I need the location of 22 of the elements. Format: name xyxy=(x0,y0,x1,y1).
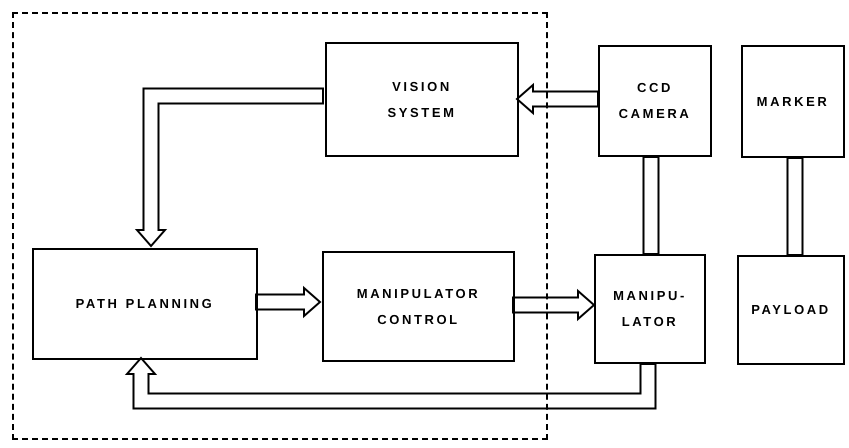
block-box xyxy=(737,255,845,365)
double-line-arrow xyxy=(134,88,324,248)
block-box xyxy=(325,42,519,157)
block-box xyxy=(594,254,706,364)
block-label: MARKER xyxy=(756,92,830,110)
double-line-connector xyxy=(642,156,660,255)
block-box xyxy=(322,251,515,362)
double-line-arrow xyxy=(512,288,596,322)
block-label: MANIPU- LATOR xyxy=(612,287,688,331)
double-line-arrow xyxy=(124,356,656,410)
block-label: MANIPULATOR CONTROL xyxy=(356,284,482,328)
double-line-arrow xyxy=(255,286,322,318)
block-label: PAYLOAD xyxy=(751,301,831,319)
block-label: PATH PLANNING xyxy=(76,295,214,313)
block-label: VISION SYSTEM xyxy=(386,78,458,122)
block-box xyxy=(598,45,712,157)
block-label: CCD CAMERA xyxy=(618,79,692,123)
block-box xyxy=(741,45,845,158)
dashed-boundary xyxy=(12,12,548,440)
block-box xyxy=(32,248,258,360)
double-line-connector xyxy=(786,157,804,256)
double-line-arrow xyxy=(515,82,599,116)
